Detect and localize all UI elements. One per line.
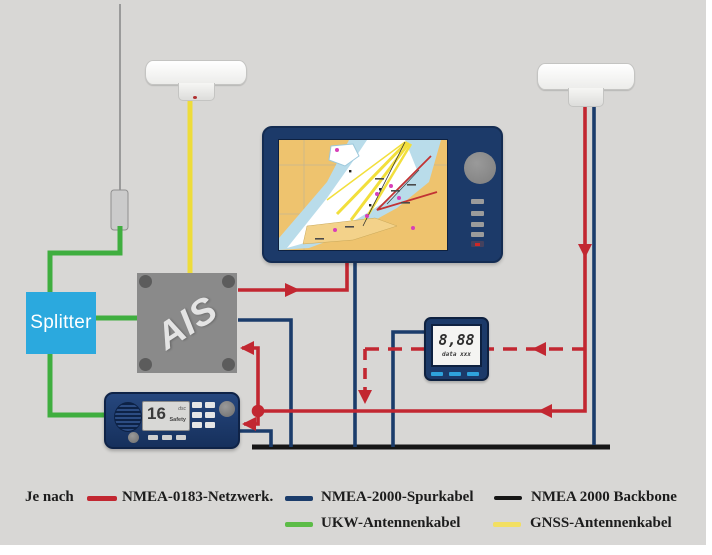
plotter-button (471, 222, 484, 227)
radio-key (205, 412, 215, 418)
plotter-power-button (471, 241, 484, 247)
ais-screw-icon (139, 275, 152, 288)
instrument-button (467, 372, 479, 376)
radio-knob (219, 401, 235, 417)
plotter-rotary-knob (464, 152, 496, 184)
radio-key (205, 422, 215, 428)
legend-label-backbone: NMEA 2000 Backbone (531, 489, 677, 505)
instrument-caption: data xxx (442, 351, 471, 358)
gnss-antenna-left-icon (145, 60, 247, 85)
page-margin-bottom (0, 545, 712, 555)
radio-display: 16 dsc Safety (142, 401, 190, 431)
radio-key (192, 412, 202, 418)
vhf-whip-antenna-icon (110, 4, 129, 231)
instrument-button (449, 372, 461, 376)
legend-swatch-gnss (493, 522, 521, 527)
ais-label: AIS (148, 287, 226, 358)
ais-unit: AIS (137, 273, 237, 373)
nmea0183-network (238, 106, 587, 426)
radio-key (205, 402, 215, 408)
legend-swatch-nmea2000-spur (285, 496, 313, 501)
speaker-grille-icon (114, 402, 142, 432)
legend-label-nmea2000-spur: NMEA-2000-Spurkabel (321, 489, 474, 505)
ais-screw-icon (222, 275, 235, 288)
nmea2000-spur-cables (238, 106, 596, 447)
splitter-label: Splitter (30, 312, 92, 333)
vhf-radio: 16 dsc Safety (104, 392, 240, 449)
plotter-button (471, 199, 484, 204)
junction-dot-icon (251, 404, 265, 418)
legend-swatch-nmea0183 (87, 496, 117, 501)
gnss-antenna-right-base (568, 88, 604, 107)
ais-screw-icon (222, 358, 235, 371)
legend-label-gnss: GNSS-Antennenkabel (530, 515, 672, 531)
nautical-chart (279, 140, 447, 250)
instrument-button (431, 372, 443, 376)
radio-safety-label: Safety (169, 417, 186, 423)
radio-small-knob (128, 432, 139, 443)
chartplotter-screen (278, 139, 448, 251)
instrument-screen: 8,88 data xxx (431, 324, 482, 367)
antenna-indicator-dot (193, 96, 197, 99)
radio-key (192, 402, 202, 408)
instrument-value: 8,88 (438, 331, 475, 349)
legend-swatch-backbone (494, 496, 522, 500)
plotter-button (471, 232, 484, 237)
legend-prefix: Je nach (25, 489, 74, 505)
legend-label-ukw: UKW-Antennenkabel (321, 515, 461, 531)
page-margin-right (706, 0, 712, 555)
legend-label-nmea0183: NMEA-0183-Netzwerk. (122, 489, 274, 505)
nmea0183-arrowheads (240, 244, 592, 431)
radio-dsc-label: dsc (178, 406, 186, 412)
legend-swatch-ukw (285, 522, 313, 527)
radio-soft-key (148, 435, 158, 440)
ukw-antenna-cable (47, 226, 138, 418)
gnss-antenna-right-icon (537, 63, 635, 90)
radio-soft-key (176, 435, 186, 440)
radio-soft-key (162, 435, 172, 440)
radio-key (192, 422, 202, 428)
ais-screw-icon (139, 358, 152, 371)
splitter-box: Splitter (26, 292, 96, 354)
radio-channel: 16 (147, 404, 166, 423)
gnss-antenna-left-base (178, 83, 215, 101)
plotter-button (471, 211, 484, 216)
chartplotter (262, 126, 503, 263)
instrument-display: 8,88 data xxx (424, 317, 489, 381)
